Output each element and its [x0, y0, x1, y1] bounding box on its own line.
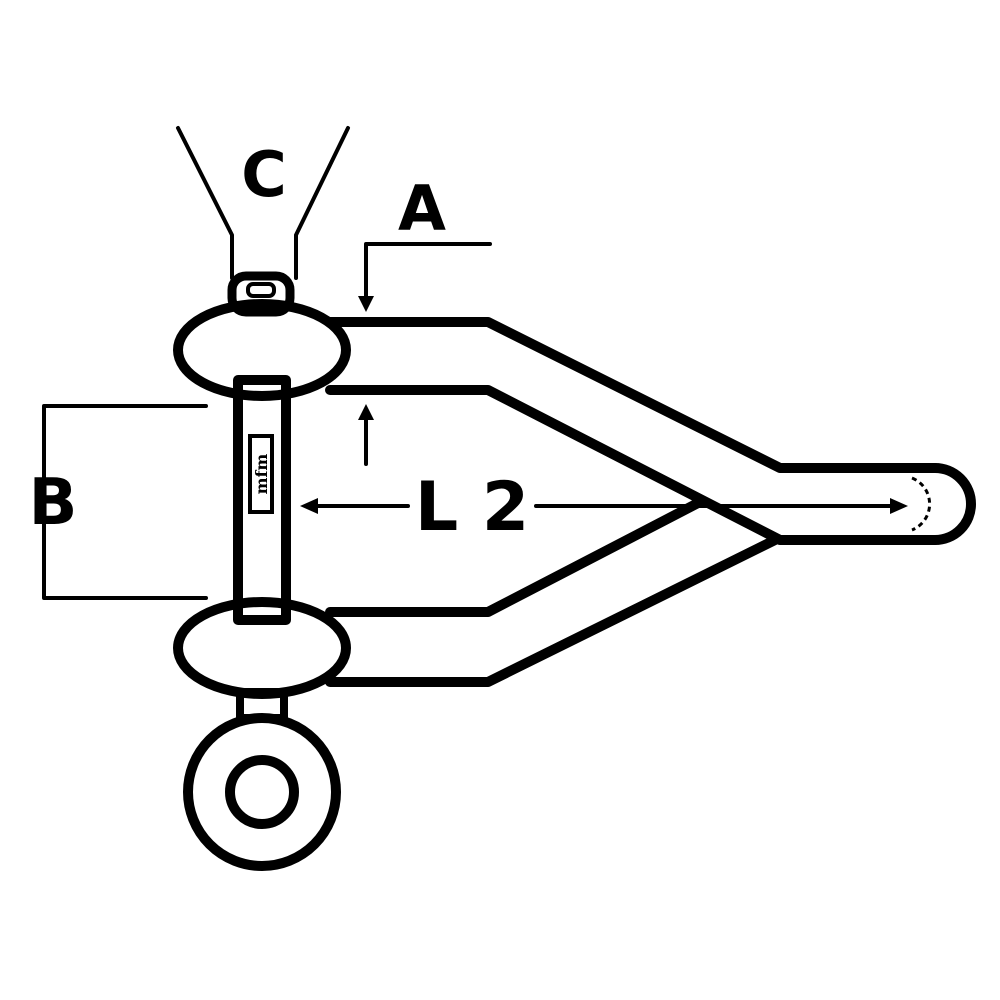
maker-stamp [248, 434, 274, 514]
l2-dimension-arrow [300, 498, 908, 514]
label-a: A [398, 172, 446, 245]
pin-head-top [227, 271, 295, 317]
pin-shaft [233, 375, 291, 625]
shackle-body [325, 317, 976, 687]
pin-eye-outer [183, 713, 341, 871]
upper-boss [173, 299, 351, 401]
label-c: C [241, 138, 287, 211]
b-dimension-bracket [42, 404, 208, 600]
c-dimension-lines [176, 126, 350, 280]
pin-eye-inner [225, 755, 299, 829]
a-dimension-leader [358, 242, 492, 466]
label-b: B [29, 466, 78, 540]
label-l2: L 2 [415, 468, 529, 547]
maker-stamp-text: mfm [252, 454, 271, 495]
